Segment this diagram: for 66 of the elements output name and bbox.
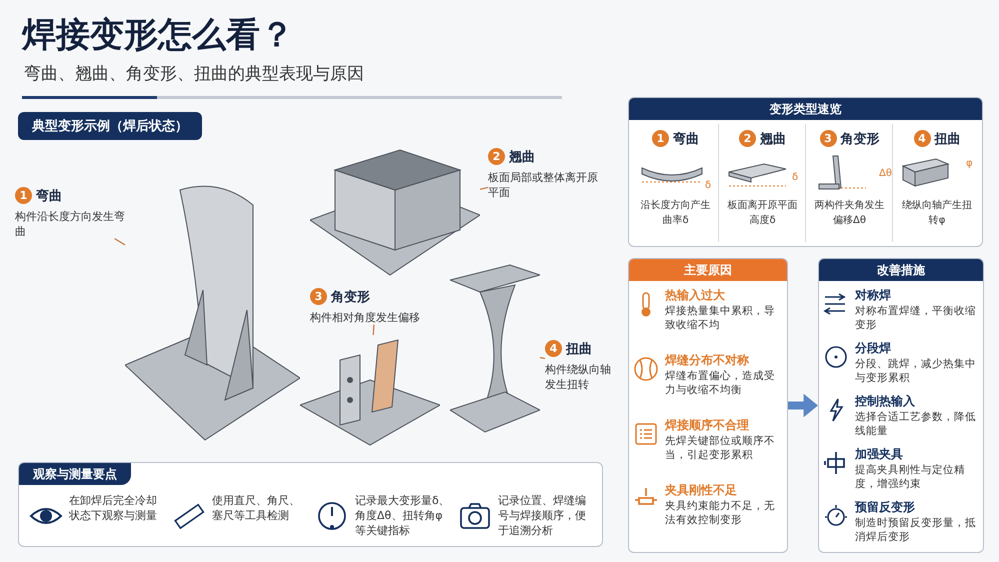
type-title: 扭曲 [934, 132, 960, 147]
callout-number: 1 [15, 187, 32, 204]
dimension-label: δ [792, 172, 798, 183]
callout-number: 3 [820, 130, 836, 148]
callout-number: 2 [739, 130, 756, 148]
leader-line [480, 186, 488, 190]
callout-number: 3 [310, 288, 327, 306]
panel-header: 变形类型速览 [629, 98, 982, 120]
callout-text: 构件相对角度发生偏移 [310, 310, 421, 325]
panel-header: 改善措施 [819, 259, 983, 281]
callout-text: 板面局部或整体离开原平面 [488, 170, 599, 200]
callout-number: 1 [652, 130, 669, 148]
callout-number: 2 [488, 148, 505, 166]
item-title: 加强夹具 [855, 446, 903, 463]
item-text: 对称布置焊缝，平衡收缩变形 [855, 304, 977, 332]
item-text: 先焊关键部位或顺序不当，引起变形累积 [665, 434, 776, 462]
type-description: 两构件夹角发生偏移Δθ [814, 198, 886, 228]
type-title: 角变形 [840, 132, 880, 147]
panel-header: 主要原因 [629, 259, 787, 281]
type-description: 沿长度方向产生曲率δ [640, 198, 712, 228]
item-title: 热输入过大 [665, 287, 725, 304]
item-title: 夹具刚性不足 [665, 482, 737, 499]
item-title: 预留反变形 [855, 499, 915, 516]
item-text: 提高夹具刚性与定位精度，增强约束 [855, 463, 966, 491]
item-title: 控制热输入 [855, 393, 915, 410]
callout-number: 4 [545, 340, 562, 358]
leader-line [372, 324, 374, 336]
type-description: 板面离开原平面高度δ [726, 198, 798, 228]
item-text: 夹具约束能力不足，无法有效控制变形 [665, 499, 776, 527]
item-text: 在卸焊后完全冷却状态下观察与测量 [69, 493, 158, 523]
item-text: 使用直尺、角尺、塞尺等工具检测 [212, 493, 301, 523]
panel [818, 258, 984, 553]
item-text: 记录最大变形量δ、角度Δθ、扭转角φ等关键指标 [355, 493, 451, 538]
type-title: 弯曲 [673, 132, 699, 147]
item-text: 焊接热量集中累积，导致收缩不均 [665, 304, 776, 332]
callout-text: 构件绕纵向轴发生扭转 [545, 362, 612, 392]
item-text: 分段、跳焊，减少热集中与变形累积 [855, 357, 977, 385]
callout-number: 4 [914, 130, 930, 148]
title: 焊接变形怎么看？ [22, 14, 294, 57]
panel-header: 观察与测量要点 [19, 463, 131, 485]
dimension-label: Δθ [879, 168, 892, 179]
item-title: 焊接顺序不合理 [665, 417, 749, 434]
callout-title: 角变形 [331, 290, 370, 305]
section-header: 典型变形示例（焊后状态） [18, 112, 202, 140]
dimension-label: φ [966, 158, 973, 169]
leader-line [540, 357, 546, 360]
item-text: 选择合适工艺参数，降低线能量 [855, 410, 977, 438]
item-title: 对称焊 [855, 287, 891, 304]
callout-title: 翘曲 [509, 150, 535, 165]
item-text: 焊缝布置偏心，造成受力与收缩不均衡 [665, 369, 776, 397]
panel [628, 258, 788, 553]
panel [628, 97, 983, 247]
callout-text: 构件沿长度方向发生弯曲 [15, 208, 125, 239]
callout-title: 弯曲 [36, 188, 62, 204]
dimension-label: δ [705, 180, 712, 191]
item-text: 记录位置、焊缝编号与焊接顺序，便于追溯分析 [498, 493, 587, 538]
item-text: 制造时预留反变形量，抵消焊后变形 [855, 516, 977, 544]
leader-line [114, 238, 126, 246]
arrow [788, 394, 818, 418]
item-title: 焊缝分布不对称 [665, 352, 749, 369]
type-title: 翘曲 [760, 132, 786, 147]
subtitle: 弯曲、翘曲、角变形、扭曲的典型表现与原因 [24, 63, 364, 85]
panel [18, 462, 603, 547]
item-title: 分段焊 [855, 340, 891, 357]
callout-title: 扭曲 [566, 342, 592, 357]
type-description: 绕纵向轴产生扭转φ [901, 198, 973, 228]
